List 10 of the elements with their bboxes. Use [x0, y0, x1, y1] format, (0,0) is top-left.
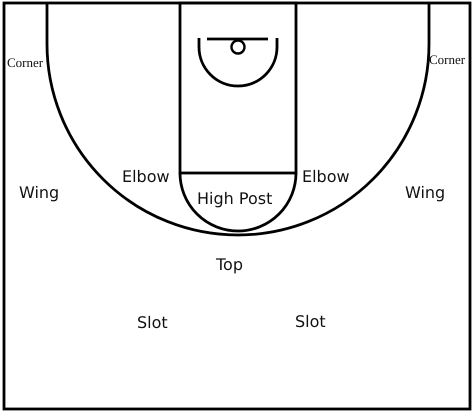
court-position-label: Slot	[295, 314, 326, 330]
court-position-label: High Post	[197, 190, 272, 206]
court-position-label: Elbow	[302, 168, 350, 184]
court-position-label: Slot	[137, 314, 168, 330]
court-position-label: Top	[216, 256, 243, 272]
court-position-label: Wing	[19, 184, 60, 200]
court-position-label: Corner	[429, 52, 466, 66]
court-position-label: Wing	[405, 184, 446, 200]
court-position-label: Corner	[7, 56, 44, 69]
court-position-label: Elbow	[122, 168, 170, 184]
